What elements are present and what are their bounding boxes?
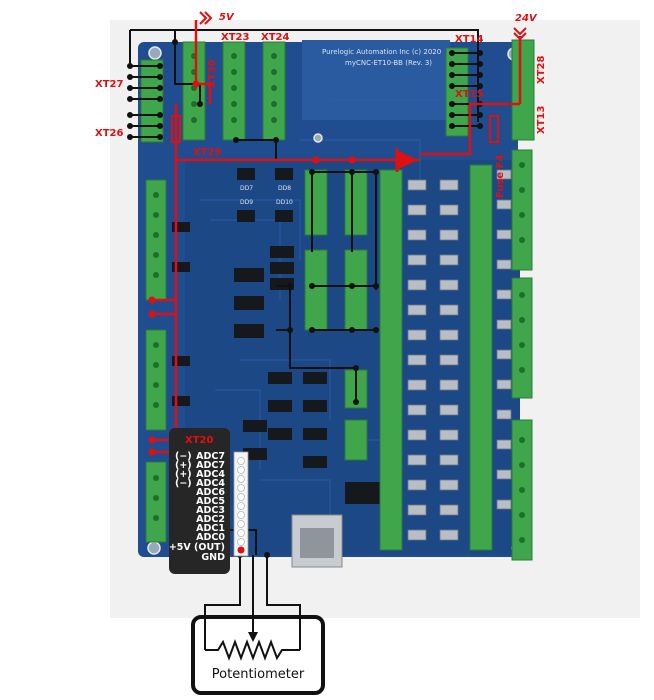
chip-label: DD8 (278, 185, 292, 192)
adc-pin-label: GND (201, 552, 225, 563)
adc-pin-label: ADC4 (196, 478, 225, 489)
label-fuse-f4: Fuse F4 (495, 154, 506, 198)
adc-pin-label: ADC1 (196, 523, 225, 534)
adc-pin-label: ADC7 (196, 451, 225, 462)
chip-label: DD7 (240, 185, 254, 192)
adc-pin-label: ADC2 (196, 514, 225, 525)
potentiometer-label: Potentiometer (211, 667, 305, 682)
xt20-connector (233, 451, 249, 557)
double-chevron-arrow-icon (199, 11, 213, 25)
adc-pin-label: ADC0 (196, 532, 225, 543)
label-5v: 5V (219, 12, 234, 23)
label-xt15: XT15 (455, 89, 484, 100)
label-xt28: XT28 (536, 55, 547, 84)
label-xt23: XT23 (221, 32, 250, 43)
adc-pin-label: ADC3 (196, 505, 225, 516)
chip-label: DD10 (276, 199, 293, 206)
polarity-mark: (−) (175, 451, 192, 462)
fuse-icon (171, 115, 499, 143)
label-xt29: XT29 (193, 147, 222, 158)
board-vendor-text: Purelogic Automation Inc (c) 2020 (322, 48, 442, 56)
label-xt30: XT30 (207, 59, 218, 88)
label-xt13: XT13 (536, 105, 547, 134)
chip-label: DD9 (240, 199, 254, 206)
label-xt24: XT24 (261, 32, 290, 43)
polarity-mark: (+) (175, 469, 192, 480)
polarity-mark: (+) (175, 460, 192, 471)
label-xt27: XT27 (95, 79, 124, 90)
potentiometer-box (191, 615, 325, 695)
label-xt14: XT14 (455, 34, 484, 45)
adc-pin-label: +5V (OUT) (168, 542, 225, 553)
board-model-text: myCNC-ET10-BB (Rev. 3) (345, 59, 433, 67)
diode-icon (395, 148, 418, 172)
adc-pin-label: ADC6 (196, 487, 225, 498)
adc-pin-label: ADC5 (196, 496, 225, 507)
adc-pin-label: ADC7 (196, 460, 225, 471)
double-chevron-arrow-icon (513, 27, 527, 41)
polarity-mark: (−) (175, 478, 192, 489)
black-wire-nodes (127, 39, 483, 558)
adc-pinout-panel (169, 428, 230, 574)
label-24v: 24V (515, 13, 537, 24)
label-xt26: XT26 (95, 128, 124, 139)
adc-panel-title: XT20 (185, 435, 214, 446)
adc-pin-label: ADC4 (196, 469, 225, 480)
terminal-blocks (140, 39, 535, 561)
